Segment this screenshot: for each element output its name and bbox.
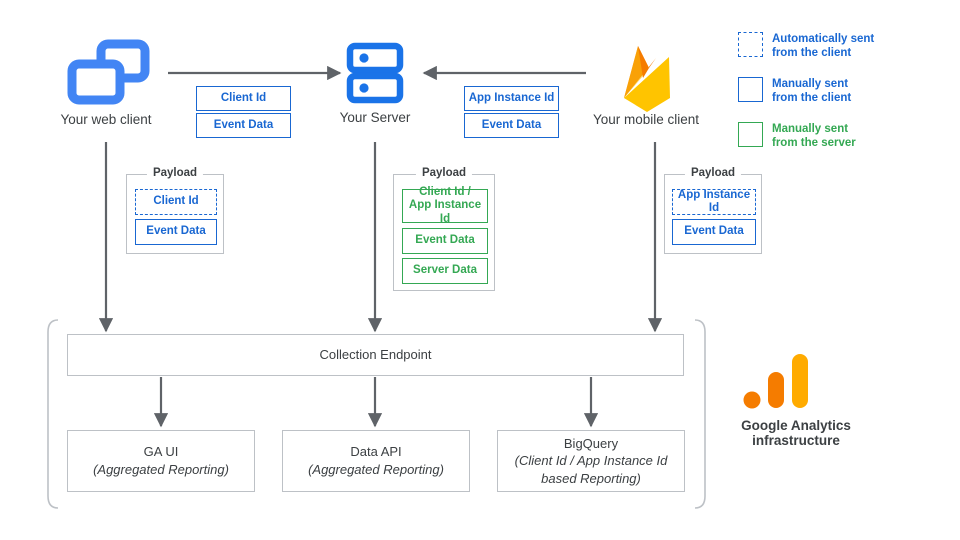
output-subtitle-data-api: (Aggregated Reporting) (308, 462, 444, 477)
payload-server-item-event-data: Event Data (402, 228, 488, 254)
payload-web-legend: Payload (146, 167, 204, 179)
legend-item-auto-client: Automatically sent from the client (738, 32, 948, 61)
web-windows-icon (67, 39, 150, 105)
infrastructure-bracket-left (47, 319, 59, 509)
legend: Automatically sent from the client Manua… (738, 32, 948, 150)
legend-text-manual-client: Manually sent from the client (772, 77, 851, 106)
mobile-client-node: Your mobile client (586, 36, 706, 127)
payload-server-legend: Payload (415, 167, 473, 179)
legend-swatch-solid-green-icon (738, 121, 763, 147)
payload-web-item-client-id: Client Id (135, 189, 217, 215)
transport-chip-event-data: Event Data (196, 113, 291, 138)
web-client-node: Your web client (46, 36, 166, 127)
legend-text-auto-client: Automatically sent from the client (772, 32, 874, 61)
google-analytics-infrastructure-node: Google Analytics infrastructure (706, 352, 886, 448)
ga-infrastructure-label-line1: Google Analytics (741, 418, 851, 433)
ga-infrastructure-label-line2: infrastructure (752, 433, 840, 448)
legend-swatch-solid-blue-icon (738, 76, 763, 102)
output-subtitle-bigquery: (Client Id / App Instance Id based Repor… (514, 453, 668, 486)
transport-chip-app-instance-id: App Instance Id (464, 86, 559, 111)
payload-mobile: Payload App Instance Id Event Data (664, 167, 762, 254)
legend-line2-auto-client: from the client (772, 47, 852, 60)
firebase-flame-icon (624, 46, 670, 112)
output-title-bigquery: BigQuery (563, 435, 619, 451)
legend-line2-manual-client: from the client (772, 92, 852, 105)
output-subtitle-ga-ui: (Aggregated Reporting) (93, 462, 229, 477)
payload-server-item-ids: Client Id / App Instance Id (402, 186, 488, 225)
legend-item-manual-client: Manually sent from the client (738, 76, 948, 106)
output-title-data-api: Data API (350, 444, 402, 460)
legend-item-manual-server: Manually sent from the server (738, 121, 948, 151)
legend-text-manual-server: Manually sent from the server (772, 122, 856, 151)
payload-server: Payload Client Id / App Instance Id Even… (393, 167, 495, 291)
payload-web-item-event-data: Event Data (135, 219, 217, 245)
infrastructure-bracket-right (694, 319, 706, 509)
legend-swatch-dashed-blue-icon (738, 32, 763, 57)
collection-endpoint-box: Collection Endpoint (67, 334, 684, 376)
output-box-data-api: Data API (Aggregated Reporting) (282, 430, 470, 492)
transport-chip-event-data-mobile: Event Data (464, 113, 559, 138)
output-box-bigquery: BigQuery (Client Id / App Instance Id ba… (497, 430, 685, 492)
output-box-ga-ui: GA UI (Aggregated Reporting) (67, 430, 255, 492)
payload-mobile-item-app-instance-id: App Instance Id (672, 189, 756, 215)
payload-mobile-item-event-data: Event Data (672, 219, 756, 245)
server-label: Your Server (339, 110, 411, 125)
legend-line1-manual-server: Manually sent (772, 122, 849, 135)
server-rack-icon (346, 42, 404, 104)
web-client-label: Your web client (60, 112, 152, 127)
output-title-ga-ui: GA UI (143, 444, 179, 460)
legend-line1-manual-client: Manually sent (772, 77, 849, 90)
collection-endpoint-label: Collection Endpoint (319, 347, 432, 363)
payload-web: Payload Client Id Event Data (126, 167, 224, 254)
payload-server-item-server-data: Server Data (402, 258, 488, 284)
server-node: Your Server (315, 40, 435, 125)
legend-line1-auto-client: Automatically sent (772, 33, 875, 45)
payload-mobile-legend: Payload (684, 167, 742, 179)
transport-chip-client-id: Client Id (196, 86, 291, 111)
google-analytics-icon (743, 354, 808, 409)
legend-line2-manual-server: from the server (772, 136, 856, 149)
mobile-client-label: Your mobile client (592, 112, 700, 127)
